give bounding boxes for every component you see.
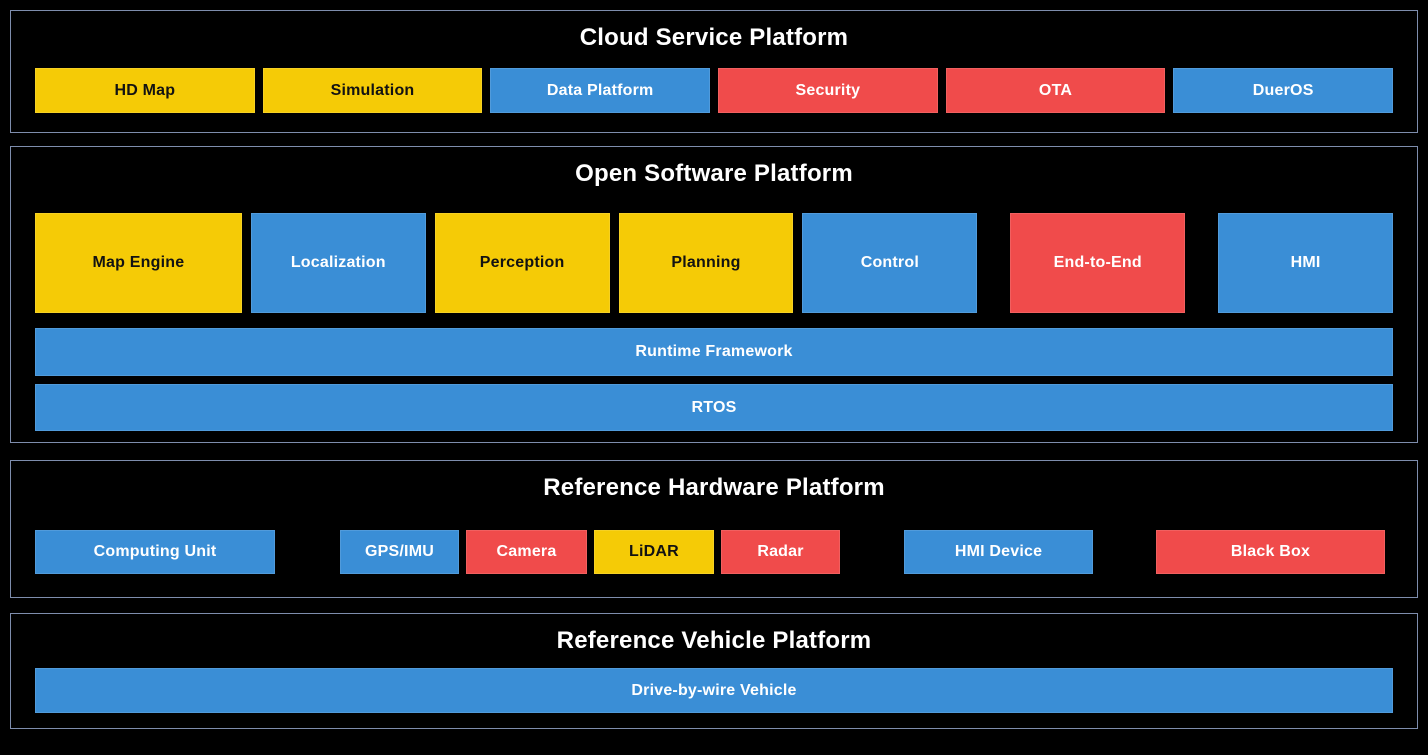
cloud-section-title: Cloud Service Platform: [579, 24, 849, 51]
box-hd-map: HD Map: [35, 68, 255, 113]
section-cloud-service-platform: Cloud Service Platform HD Map Simulation…: [10, 10, 1418, 133]
box-radar: Radar: [721, 530, 840, 574]
box-dueros: DuerOS: [1173, 68, 1394, 113]
box-data-platform: Data Platform: [490, 68, 711, 113]
section-open-software-platform: Open Software Platform Map Engine Locali…: [10, 146, 1418, 443]
box-rtos: RTOS: [35, 384, 1393, 431]
box-end-to-end: End-to-End: [1010, 213, 1186, 313]
box-hmi: HMI: [1218, 213, 1393, 313]
box-security: Security: [718, 68, 938, 113]
software-modules-row: Map Engine Localization Perception Plann…: [35, 213, 1393, 313]
box-control: Control: [802, 213, 978, 313]
box-ota: OTA: [945, 68, 1166, 113]
software-section-title: Open Software Platform: [575, 160, 853, 187]
box-simulation: Simulation: [262, 68, 483, 113]
box-localization: Localization: [250, 213, 426, 313]
vehicle-section-title: Reference Vehicle Platform: [556, 627, 872, 654]
box-gps-imu: GPS/IMU: [340, 530, 459, 574]
section-reference-hardware-platform: Reference Hardware Platform Computing Un…: [10, 460, 1418, 598]
box-perception: Perception: [434, 213, 610, 313]
box-camera: Camera: [466, 530, 587, 574]
box-drive-by-wire-vehicle: Drive-by-wire Vehicle: [35, 668, 1393, 713]
box-runtime-framework: Runtime Framework: [35, 328, 1393, 376]
hardware-row: Computing Unit GPS/IMU Camera LiDAR Rada…: [35, 530, 1393, 574]
box-lidar: LiDAR: [594, 530, 714, 574]
section-reference-vehicle-platform: Reference Vehicle Platform Drive-by-wire…: [10, 613, 1418, 729]
box-black-box: Black Box: [1156, 530, 1385, 574]
cloud-services-row: HD Map Simulation Data Platform Security…: [35, 68, 1394, 113]
box-hmi-device: HMI Device: [904, 530, 1093, 574]
hardware-section-title: Reference Hardware Platform: [543, 474, 885, 501]
box-map-engine: Map Engine: [35, 213, 242, 313]
box-planning: Planning: [618, 213, 794, 313]
box-computing-unit: Computing Unit: [35, 530, 275, 574]
